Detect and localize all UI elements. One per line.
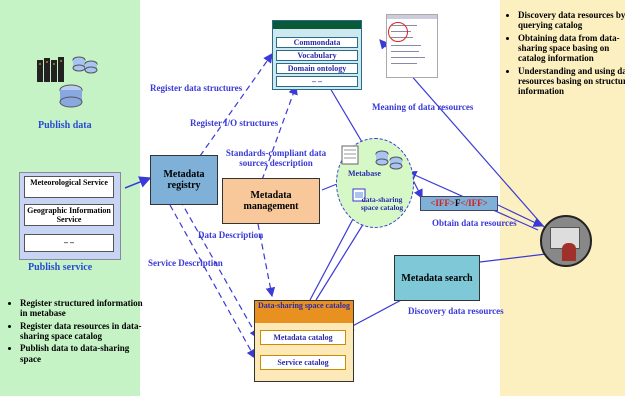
service-more: – –	[24, 234, 114, 252]
metadata-search-box: Metadata search	[394, 255, 480, 301]
consumer-bullet: Understanding and using data resources b…	[518, 66, 625, 97]
sharing-catalog-title: Data-sharing space catalog	[255, 301, 353, 323]
thumb-titlebar	[387, 15, 437, 19]
thumb-line	[391, 51, 419, 52]
data-description-line	[179, 199, 259, 340]
metadata-registry-box: Metadata registry	[150, 155, 218, 205]
metadata-management-box: Metadata management	[222, 178, 320, 224]
thumb-line	[391, 63, 417, 64]
publisher-bullet: Publish data to data-sharing space	[20, 343, 152, 364]
publish-arrow	[124, 176, 152, 189]
register-data-structures-label: Register data structures	[150, 83, 243, 93]
register-data-structures-line	[199, 53, 273, 157]
register-io-label: Register I/O structures	[190, 118, 279, 128]
table-item-more: – –	[276, 76, 358, 87]
publish-data-icon	[37, 56, 98, 108]
thumb-line	[391, 45, 421, 46]
publish-data-label: Publish data	[38, 120, 92, 131]
service-description-label: Service Description	[148, 258, 223, 268]
service-meteorological: Meteorological Service	[24, 176, 114, 198]
highlight-circle	[388, 22, 408, 42]
iff-open: <IFF>	[430, 198, 455, 208]
obtain-line	[497, 204, 544, 227]
iff-tag: <IFF>F</IFF>	[420, 196, 498, 211]
catalog-icon	[352, 188, 366, 202]
iff-close: </IFF>	[460, 198, 488, 208]
consumer-bullet: Obtaining data from data-sharing space b…	[518, 33, 625, 64]
publisher-bullets: Register structured information in metab…	[6, 298, 152, 366]
table-metabase-line	[329, 87, 363, 143]
table-item-vocabulary: Vocabulary	[276, 50, 358, 61]
consumer-photo	[540, 215, 592, 267]
table-item-domain-ontology: Domain ontology	[276, 63, 358, 74]
sharing-catalog-label: data-sharing space catalog	[360, 195, 404, 213]
consumer-bullets: Discovery data resources by querying cat…	[504, 10, 625, 99]
metadata-catalog-item: Metadata catalog	[260, 330, 346, 345]
iff-mid: F	[455, 198, 461, 208]
service-geographic: Geographic Information Service	[24, 204, 114, 226]
metabase-icons	[341, 145, 403, 170]
table-item-commondata: Commondata	[276, 37, 358, 48]
thumb-line	[391, 57, 425, 58]
register-io-line	[261, 84, 298, 181]
consumer-bullet: Discovery data resources by querying cat…	[518, 10, 625, 31]
discovery-label: Discovery data resources	[408, 306, 504, 316]
service-description-line	[169, 204, 256, 360]
ontology-screenshot	[386, 14, 438, 78]
person-shape	[562, 243, 576, 261]
data-description-label: Data Description	[198, 230, 264, 240]
service-catalog-item: Service catalog	[260, 355, 346, 370]
search-photo-line	[479, 253, 547, 263]
publish-service-label: Publish service	[28, 262, 93, 273]
standards-label: Standards-compliant data sources descrip…	[225, 148, 327, 169]
publisher-bullet: Register data resources in data-sharing …	[20, 321, 152, 342]
obtain-label: Obtain data resources	[432, 218, 517, 228]
structure-table-header	[273, 21, 361, 29]
publisher-bullet: Register structured information in metab…	[20, 298, 152, 319]
consumer-panel	[500, 0, 625, 396]
metabase-label: Metabase	[348, 169, 381, 178]
meaning-label: Meaning of data resources	[372, 102, 474, 112]
management-catalog-line	[257, 223, 276, 298]
